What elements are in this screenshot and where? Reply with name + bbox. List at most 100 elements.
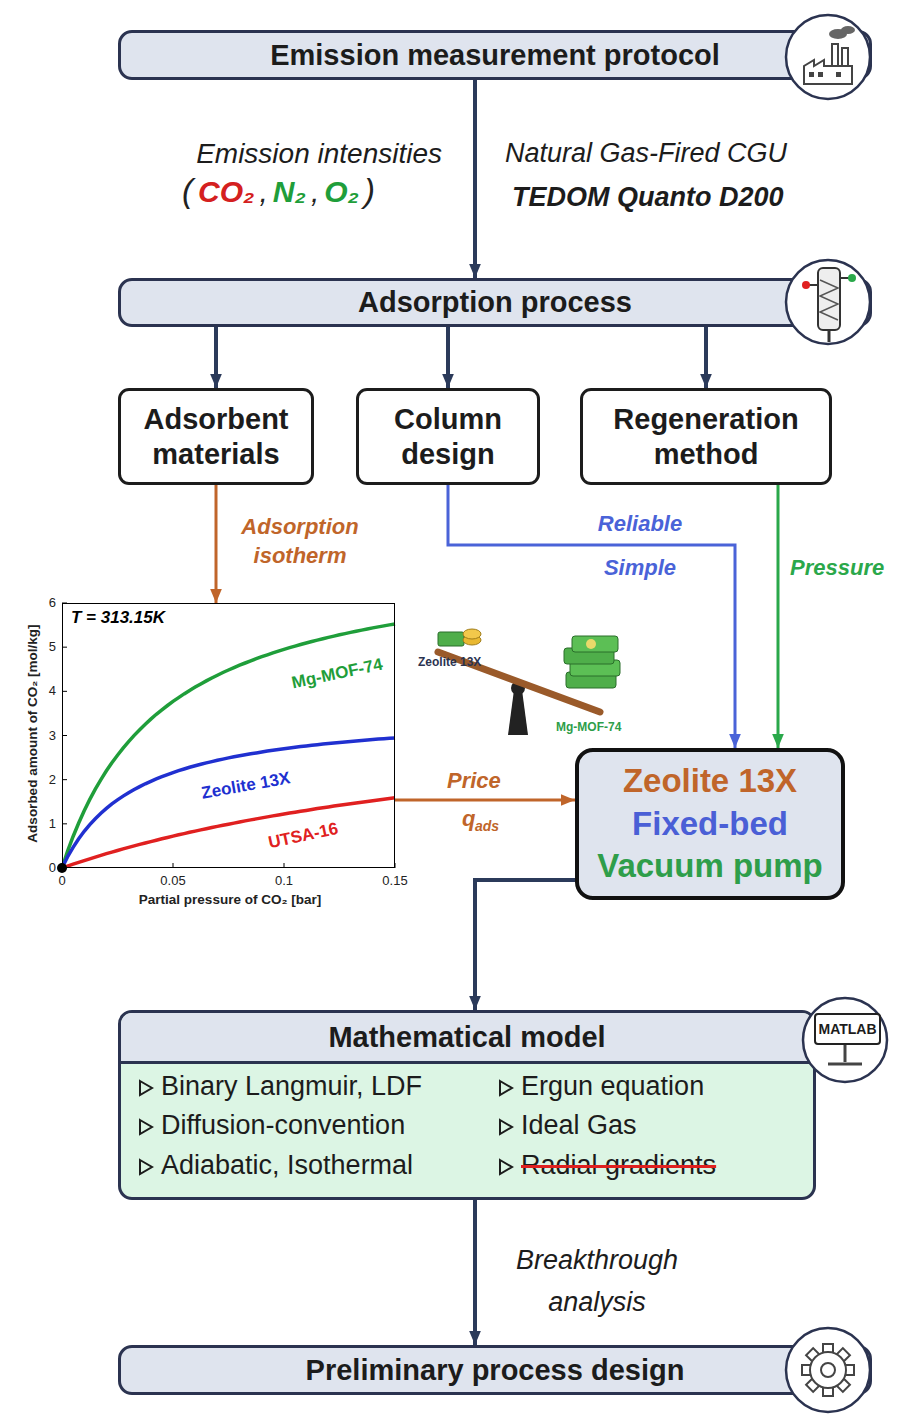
- tick-label: 4: [36, 683, 56, 698]
- node-label: Emission measurement protocol: [270, 39, 720, 72]
- gas-name: O₂: [324, 175, 359, 209]
- big-money: [572, 636, 618, 652]
- model-item: Radial gradients: [521, 1150, 716, 1181]
- process-box: Adsorbent materials: [118, 388, 314, 485]
- panel-title: Mathematical model: [328, 1021, 605, 1054]
- node-label: MATLAB: [818, 1021, 876, 1037]
- result-label: Zeolite 13X: [623, 760, 797, 803]
- node-label: Regeneration method: [591, 402, 821, 472]
- bullet-shape: [500, 1120, 512, 1134]
- node-label: Column design: [367, 402, 529, 472]
- connector: [473, 1200, 477, 1345]
- tick-label: 2: [36, 772, 56, 787]
- bullet-triangle: [138, 1079, 154, 1097]
- gas-name: CO₂: [198, 175, 254, 209]
- label: q: [462, 806, 475, 832]
- bullet-shape: [500, 1160, 512, 1174]
- tick-label: 0: [42, 873, 82, 888]
- tick-label: 3: [36, 728, 56, 743]
- screen-box: MATLAB: [814, 1013, 881, 1045]
- bullet-triangle: [138, 1158, 154, 1176]
- edge-label: Reliable Simple: [585, 502, 695, 590]
- process-box: Regeneration method: [580, 388, 832, 485]
- model-item: Ideal Gas: [521, 1110, 637, 1141]
- model-item: Diffusion-convention: [161, 1110, 405, 1141]
- model-panel: Mathematical modelBinary Langmuir, LDF Di…: [118, 1010, 816, 1200]
- connector: [448, 485, 735, 748]
- isotherm-curve: [62, 798, 395, 868]
- process-band: Emission measurement protocol: [118, 30, 872, 80]
- process-band: Adsorption process: [118, 278, 872, 327]
- result-label: Vacuum pump: [597, 845, 823, 888]
- curve-label: UTSA-16: [267, 819, 340, 853]
- tick-label: 0: [36, 860, 56, 875]
- isotherm-curve: [62, 624, 395, 868]
- result-label: Fixed-bed: [632, 803, 788, 846]
- tick-label: 0.05: [153, 873, 193, 888]
- bill-mark: [586, 639, 596, 649]
- connector: [215, 485, 218, 603]
- model-item: Binary Langmuir, LDF: [161, 1071, 422, 1102]
- axis-title: Partial pressure of CO₂ [bar]: [80, 892, 380, 907]
- bullet-shape: [140, 1160, 152, 1174]
- bullet-triangle: [138, 1118, 154, 1136]
- process-box: Column design: [356, 388, 540, 485]
- coin: [463, 629, 481, 639]
- small-money: [438, 632, 464, 646]
- bullet-triangle: [498, 1118, 514, 1136]
- bullet-shape: [140, 1081, 152, 1095]
- punctuation: ,: [259, 175, 267, 209]
- connector: [777, 485, 780, 748]
- punctuation: (: [182, 172, 193, 210]
- curve-label: Mg-MOF-74: [290, 655, 385, 694]
- bullet-shape: [140, 1120, 152, 1134]
- gas-list: (CO₂,N₂,O₂): [182, 172, 375, 210]
- model-item: Adiabatic, Isothermal: [161, 1150, 413, 1181]
- bullet-shape: [500, 1081, 512, 1095]
- edge-label: Adsorption isotherm: [225, 513, 375, 570]
- gas-name: N₂: [273, 175, 306, 209]
- edge-label: Price: [447, 768, 501, 794]
- edge-label: Breakthrough analysis: [497, 1240, 697, 1324]
- label: Zeolite 13X: [418, 655, 481, 669]
- result-box: Zeolite 13XFixed-bedVacuum pump: [575, 748, 845, 900]
- tick-label: 0.15: [375, 873, 415, 888]
- tick-label: 1: [36, 816, 56, 831]
- tick-label: 6: [36, 595, 56, 610]
- connector: [395, 799, 575, 802]
- label: TEDOM Quanto D200: [512, 182, 784, 213]
- process-band: Preliminary process design: [118, 1345, 872, 1395]
- tick-label: 5: [36, 639, 56, 654]
- edge-label: Emission intensities: [180, 138, 442, 170]
- connector: [214, 327, 218, 388]
- bullet-triangle: [498, 1079, 514, 1097]
- curve-label: Zeolite 13X: [200, 768, 292, 803]
- bullet-triangle: [498, 1158, 514, 1176]
- label: ads: [475, 818, 499, 834]
- node-label: Adsorption process: [358, 286, 632, 319]
- plot-frame: T = 313.15K Mg-MOF-74Zeolite 13X UTSA-16: [62, 603, 395, 868]
- label: Mg-MOF-74: [556, 720, 621, 734]
- connector: [475, 880, 575, 1010]
- axis-title: Adsorbed amount of CO₂ [mol/kg]: [25, 584, 40, 884]
- label: Natural Gas-Fired CGU: [505, 138, 787, 169]
- punctuation: ): [364, 172, 375, 210]
- edge-label: Pressure: [790, 555, 884, 581]
- panel-header: Mathematical model: [121, 1013, 813, 1064]
- model-item: Ergun equation: [521, 1071, 704, 1102]
- connector: [704, 327, 708, 388]
- connector: [446, 327, 450, 388]
- punctuation: ,: [311, 175, 319, 209]
- node-label: Adsorbent materials: [129, 402, 303, 472]
- node-label: Preliminary process design: [306, 1354, 685, 1387]
- balance-stand: [508, 690, 528, 735]
- tick-label: 0.1: [264, 873, 304, 888]
- plot-note: T = 313.15K: [71, 608, 165, 628]
- isotherm-curve: [62, 738, 395, 868]
- connector: [473, 80, 477, 278]
